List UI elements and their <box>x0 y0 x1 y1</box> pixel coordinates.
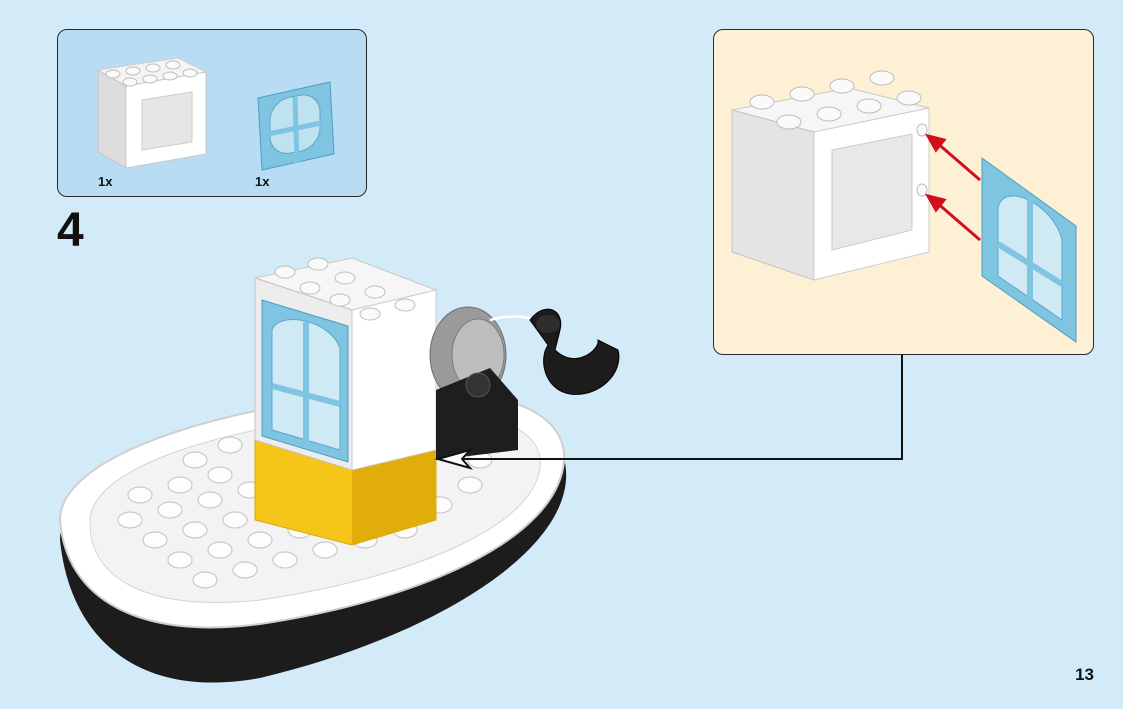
callout-illustration <box>714 30 1095 356</box>
window-frame-part <box>98 58 206 168</box>
step-number: 4 <box>57 207 84 255</box>
page-number: 13 <box>1075 665 1094 685</box>
part-quantity-pane: 1x <box>255 174 269 189</box>
callout-connector-line <box>438 355 902 459</box>
winch-assembly <box>430 307 540 460</box>
placement-arrowhead <box>438 450 470 468</box>
parts-list-box: 1x 1x <box>57 29 367 197</box>
yellow-brick <box>255 400 436 545</box>
insert-arrows <box>928 136 980 240</box>
callout-window-pane <box>982 158 1076 342</box>
boat-hull <box>60 391 566 683</box>
parts-illustration <box>58 30 368 198</box>
part-quantity-frame: 1x <box>98 174 112 189</box>
window-pane-part <box>258 82 334 170</box>
callout-box <box>713 29 1094 355</box>
crane-hook <box>530 309 619 394</box>
white-window-brick <box>255 258 436 470</box>
callout-window-frame <box>732 71 929 280</box>
